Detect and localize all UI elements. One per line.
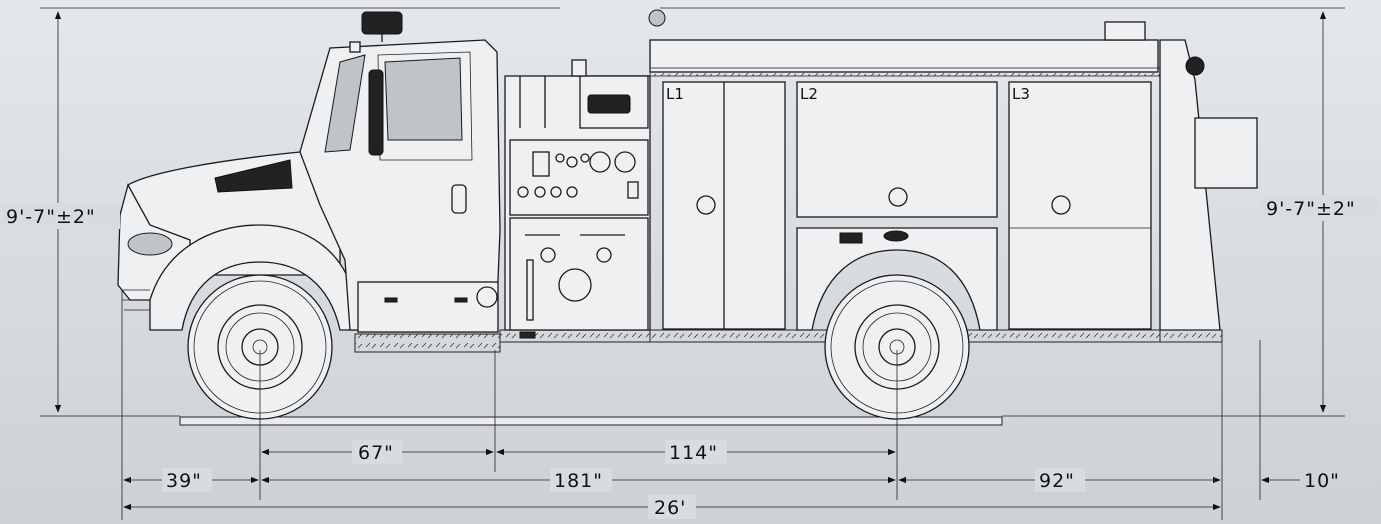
dimension-row-1: 67" 114" <box>261 440 896 464</box>
front-wheel <box>187 274 333 420</box>
rear-step <box>1159 329 1223 343</box>
upper-gauge-panel <box>509 139 649 216</box>
top-rail <box>649 39 1159 73</box>
rear-wheel <box>824 274 970 420</box>
dim-39-label: 39" <box>166 470 202 492</box>
dim-26ft-label: 26' <box>654 497 686 519</box>
right-height-dimension: 9'-7"±2" <box>1262 11 1378 413</box>
front-fender <box>149 224 356 331</box>
right-height-label: 9'-7"±2" <box>1266 198 1356 220</box>
compartment-l2-label: L2 <box>800 85 818 103</box>
apparatus-body: L1 L2 L3 <box>354 9 1258 353</box>
dim-10-label: 10" <box>1304 470 1340 492</box>
left-height-label: 9'-7"±2" <box>6 206 96 228</box>
front-step <box>354 333 501 353</box>
rear-wheel-well-panel <box>796 227 998 331</box>
windshield <box>324 54 366 153</box>
dimension-row-2: 39" 181" 92" 10" <box>123 468 1340 492</box>
light-bar <box>361 11 403 35</box>
dim-114-label: 114" <box>669 442 718 464</box>
scene-light <box>648 9 666 27</box>
ground-line <box>179 416 1003 426</box>
pump-logo-plate <box>587 94 631 114</box>
door-handle <box>451 184 467 214</box>
door-window <box>384 57 463 141</box>
cab <box>117 11 501 331</box>
rear-body-section <box>1159 39 1221 331</box>
left-height-dimension: 9'-7"±2" <box>2 11 120 413</box>
dim-181-label: 181" <box>554 470 603 492</box>
battery-box <box>357 281 499 333</box>
side-mirror <box>368 69 384 156</box>
overall-length-dimension: 26' <box>123 495 1221 519</box>
rear-light <box>1185 56 1205 76</box>
compartment-l3 <box>1008 81 1152 330</box>
headlight <box>127 232 173 256</box>
dim-92-label: 92" <box>1039 470 1075 492</box>
compartment-l3-label: L3 <box>1012 85 1030 103</box>
compartment-l1-label: L1 <box>666 85 684 103</box>
dim-67-label: 67" <box>358 442 394 464</box>
